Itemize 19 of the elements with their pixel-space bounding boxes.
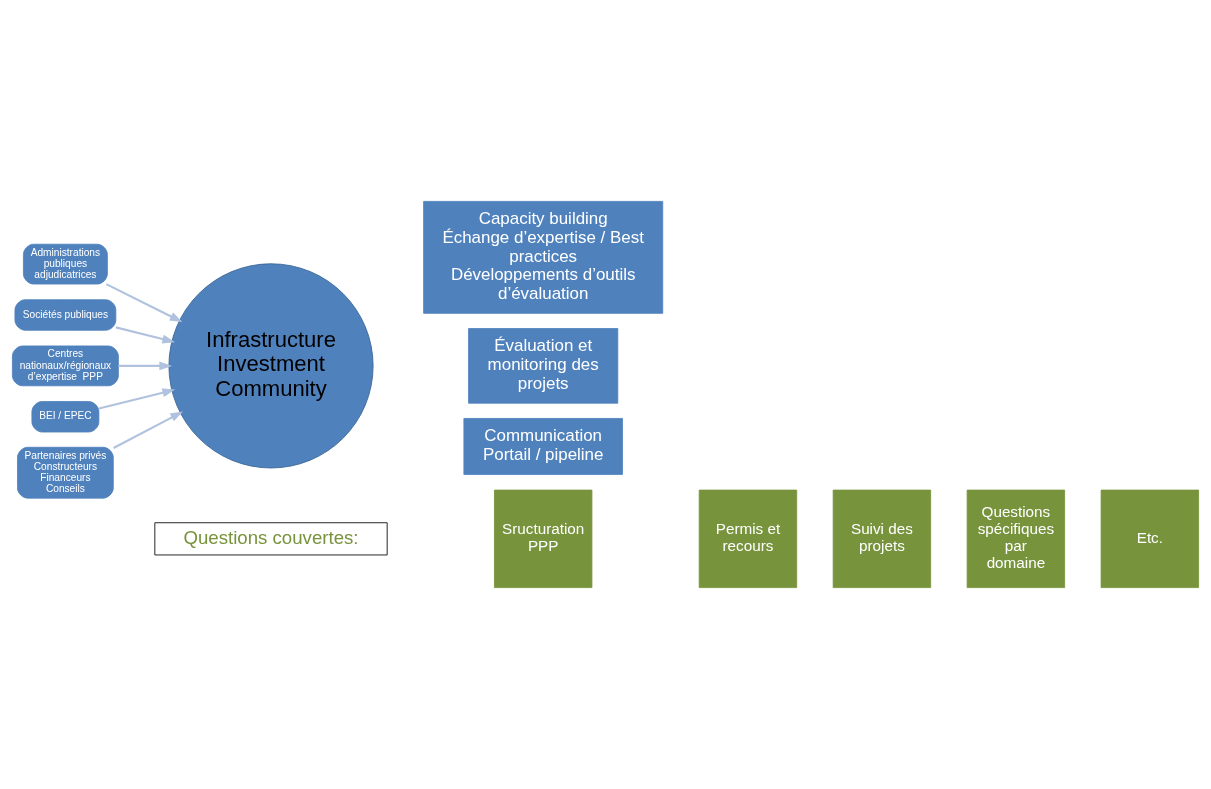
- node-box: Questions couvertes:: [154, 522, 388, 556]
- node-box: BEI / EPEC: [31, 401, 100, 433]
- node-box: Suivi des projets: [832, 489, 932, 589]
- arrow: [98, 388, 176, 410]
- arrow: [113, 411, 184, 449]
- node-box: Sociétés publiques: [14, 299, 117, 331]
- node-box: Administrations publiques adjudicatrices: [23, 243, 108, 285]
- node-box: Capacity building Échange d’expertise / Best practices Développements d’outils d’évaluation: [423, 200, 664, 314]
- node-box: Communication Portail / pipeline: [463, 418, 623, 475]
- node-box: Partenaires privés Constructeurs Financeurs Conseils: [17, 446, 114, 499]
- node-box: Questions spécifiques par domaine: [966, 489, 1066, 589]
- node-box: Sructuration PPP: [494, 489, 593, 589]
- node-box: Évaluation et monitoring des projets: [468, 328, 619, 404]
- node-box: Etc.: [1100, 489, 1200, 589]
- arrow: [115, 326, 176, 344]
- arrow: [118, 361, 173, 371]
- node-box: Permis et recours: [698, 489, 798, 589]
- node-box: Centres nationaux/régionaux d’expertise PPP: [11, 345, 119, 387]
- arrow: [105, 283, 183, 323]
